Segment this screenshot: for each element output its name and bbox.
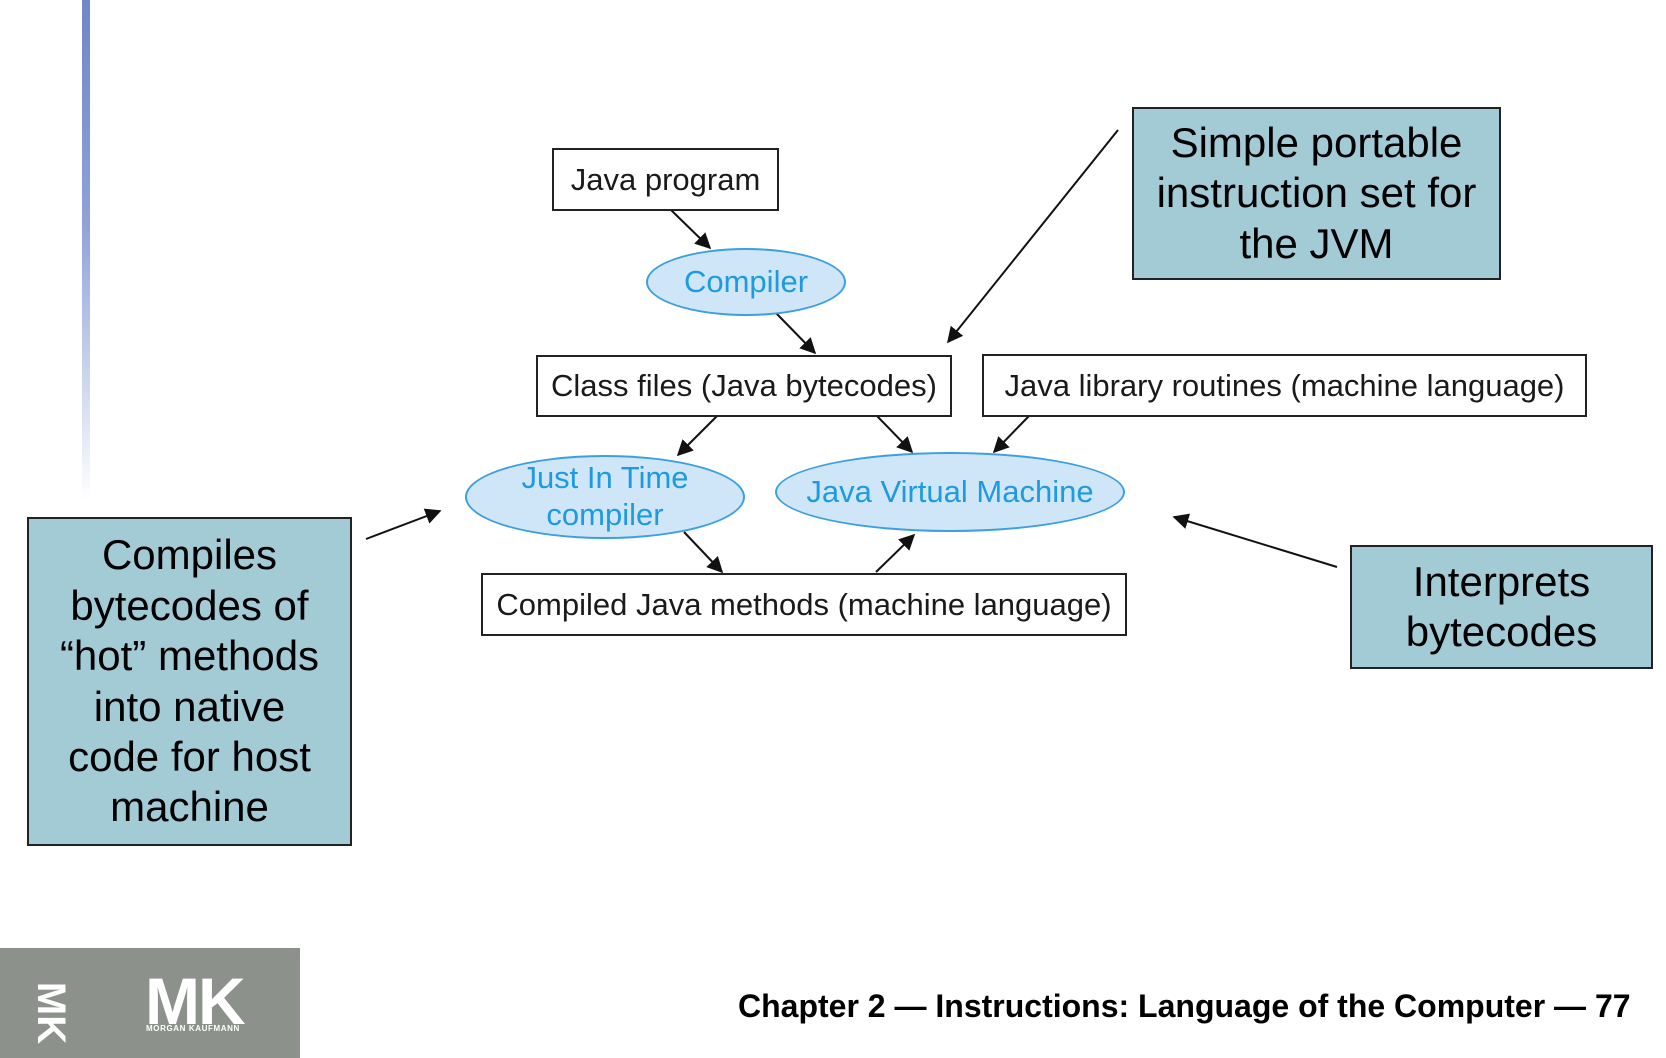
arrow-classfiles-to-jit — [676, 415, 718, 457]
jit-compiler-ellipse: Just In Time compiler — [465, 455, 745, 539]
jvm-label: Java Virtual Machine — [806, 473, 1094, 509]
logo-vertical-text: MK — [29, 981, 74, 1045]
logo-subtext: MORGAN KAUFMANN — [146, 1024, 240, 1033]
arrow-compiled-to-jvm — [875, 533, 916, 573]
compiler-ellipse: Compiler — [646, 248, 846, 316]
arrow-compiles-callout — [365, 508, 442, 540]
compiled-methods-label: Compiled Java methods (machine language) — [496, 586, 1112, 622]
arrow-portable-callout — [946, 129, 1119, 344]
chapter-footer: Chapter 2 — Instructions: Language of th… — [738, 988, 1631, 1024]
jit-compiles-callout: Compiles bytecodes of “hot” methods into… — [27, 517, 352, 846]
library-routines-label: Java library routines (machine language) — [1004, 367, 1565, 403]
library-routines-box: Java library routines (machine language) — [982, 354, 1587, 417]
arrow-jit-to-compiled — [683, 531, 724, 574]
java-program-box: Java program — [552, 148, 779, 211]
jit-compiler-label: Just In Time compiler — [521, 460, 689, 532]
logo-mk-text: MK — [145, 964, 246, 1038]
arrow-classfiles-to-jvm — [876, 415, 914, 454]
compiler-label: Compiler — [683, 263, 809, 299]
interprets-text: Interprets bytecodes — [1405, 557, 1598, 655]
morgan-kaufmann-logo: MK MK MORGAN KAUFMANN — [0, 948, 300, 1058]
jit-compiles-text: Compiles bytecodes of “hot” methods into… — [59, 531, 320, 831]
accent-bar — [82, 0, 90, 500]
arrow-interprets-callout — [1172, 513, 1338, 568]
arrow-compiler-to-classfiles — [775, 312, 817, 355]
class-files-box: Class files (Java bytecodes) — [536, 355, 952, 417]
class-files-label: Class files (Java bytecodes) — [551, 368, 937, 403]
java-program-label: Java program — [570, 161, 761, 197]
compiled-methods-box: Compiled Java methods (machine language) — [481, 573, 1127, 636]
arrow-library-to-jvm — [992, 415, 1030, 454]
interprets-callout: Interprets bytecodes — [1350, 545, 1653, 669]
portable-instruction-callout: Simple portable instruction set for the … — [1132, 107, 1501, 280]
jvm-ellipse: Java Virtual Machine — [775, 452, 1125, 532]
portable-instruction-text: Simple portable instruction set for the … — [1156, 118, 1477, 267]
arrow-program-to-compiler — [670, 209, 712, 250]
